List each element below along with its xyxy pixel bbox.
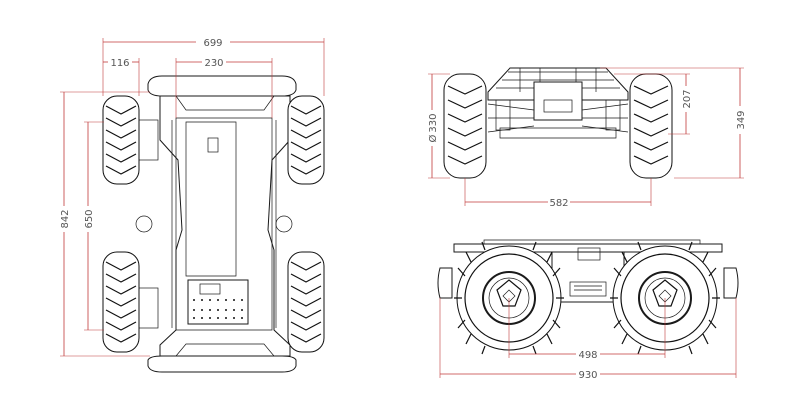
top-view-panel-holes [193, 299, 243, 319]
top-view [102, 75, 325, 373]
front-view-dimensions: Ø330 207 349 582 [427, 67, 747, 209]
top-view-suspension-fl [137, 119, 159, 161]
diameter-symbol: Ø [427, 134, 439, 142]
dim-label-230: 230 [204, 58, 223, 69]
front-view-tire-left [443, 73, 487, 179]
top-view-lock-icon [207, 137, 219, 153]
front-view-shock-left [495, 99, 511, 131]
side-view [437, 239, 739, 355]
front-view-lower-bar [499, 127, 617, 139]
side-view-top-cover [483, 239, 701, 245]
side-view-front-bumper [437, 267, 453, 299]
dim-label-330: Ø330 [427, 114, 439, 143]
dim-label-699: 699 [203, 38, 222, 49]
front-view-front-panel [533, 81, 583, 121]
side-view-battery-slot [569, 281, 607, 297]
dim-label-330-value: 330 [428, 114, 439, 133]
front-view-tire-right [629, 73, 673, 179]
top-view-suspension-rl [137, 287, 159, 329]
dim-label-349: 349 [736, 110, 747, 129]
front-view-suspension [487, 103, 629, 133]
top-view-wheel-front-right [287, 95, 325, 185]
top-view-motor-right [275, 215, 293, 233]
top-view-wheel-rear-right [287, 251, 325, 353]
dim-label-930: 930 [578, 370, 597, 381]
top-view-wheel-front-left [102, 95, 140, 185]
top-view-battery-panel [187, 279, 249, 325]
top-view-port [199, 283, 221, 295]
front-view-shock-right [605, 99, 621, 131]
top-view-wheel-rear-left [102, 251, 140, 353]
dim-label-207: 207 [682, 89, 693, 108]
top-view-front-bracket [175, 95, 275, 111]
top-view-center-plate [175, 117, 273, 331]
top-view-rear-bracket [175, 343, 275, 357]
dim-label-842: 842 [60, 209, 71, 228]
side-view-battery-vents [574, 285, 602, 291]
side-view-rear-bumper [723, 267, 739, 299]
top-view-rear-bumper [147, 355, 297, 373]
dim-label-116: 116 [110, 58, 129, 69]
dim-label-650: 650 [84, 209, 95, 228]
front-view [443, 67, 673, 179]
front-view-panel-slot [543, 99, 573, 113]
top-view-motor-left [135, 215, 153, 233]
side-view-dimensions: 498 930 [439, 298, 737, 381]
dim-label-498: 498 [578, 350, 597, 361]
dim-label-582: 582 [549, 198, 568, 209]
top-view-dimensions: 699 116 230 842 650 [60, 38, 325, 357]
top-view-inner-plate [185, 121, 237, 277]
side-view-top-block [577, 247, 601, 261]
top-view-front-bumper [147, 75, 297, 97]
